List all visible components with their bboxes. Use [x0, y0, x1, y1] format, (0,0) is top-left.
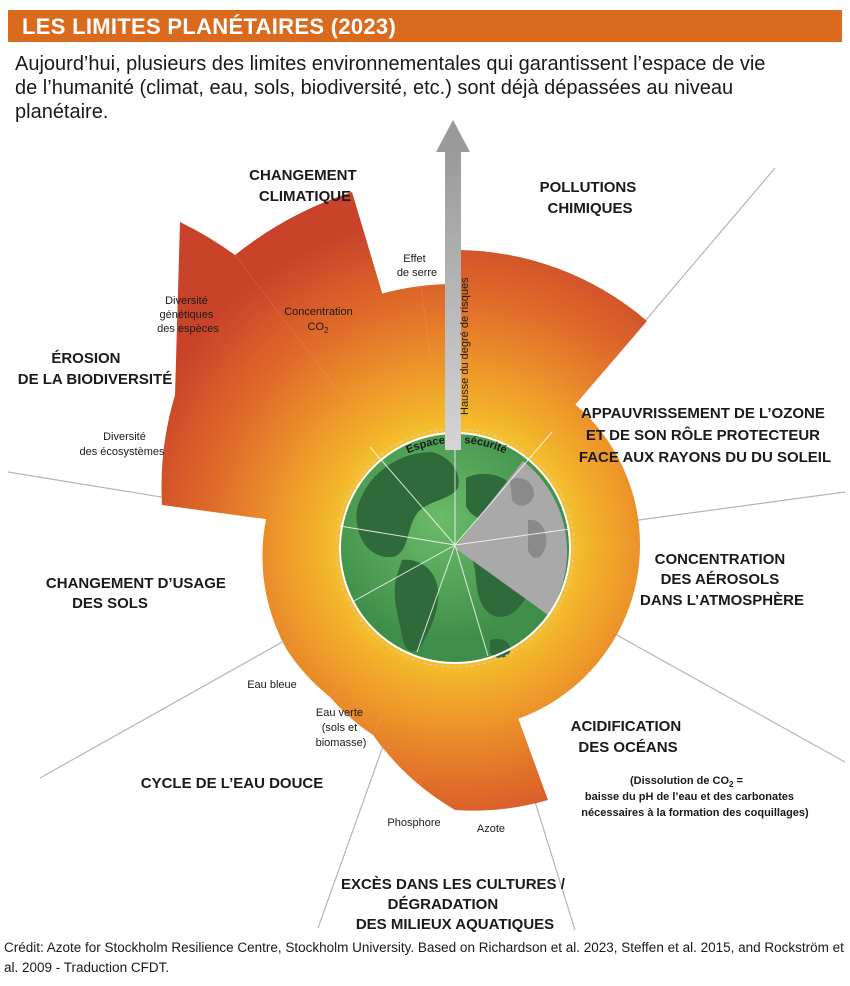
acidification-note: (Dissolution de CO2 = baisse du pH de l’…: [581, 775, 809, 819]
label-phosphorus: Phosphore: [387, 817, 440, 829]
planetary-boundaries-diagram: Espace de sécurité Hausse du degré de ri…: [7, 120, 846, 933]
label-land-use: CHANGEMENT D’USAGE DES SOLS: [46, 575, 230, 612]
earth-globe: Espace de sécurité: [335, 428, 575, 668]
gray-sector: [455, 461, 568, 615]
header-bar: [8, 10, 842, 42]
label-blue-water: Eau bleue: [247, 679, 297, 691]
label-climate-change: CHANGEMENT CLIMATIQUE: [249, 167, 361, 205]
page-subtitle: Aujourd’hui, plusieurs des limites envir…: [15, 53, 766, 123]
label-co2: Concentration CO2: [284, 306, 356, 335]
label-ecosystem-diversity: Diversité des écosystèmes: [80, 431, 165, 458]
label-green-water: Eau verte (sols et biomasse): [316, 707, 367, 749]
credit-text: Crédit: Azote for Stockholm Resilience C…: [4, 940, 844, 975]
label-chemical-pollution: POLLUTIONS CHIMIQUES: [540, 179, 641, 217]
risk-arrow-label: Hausse du degré de risques: [459, 277, 471, 415]
risk-arrow: Hausse du degré de risques: [436, 120, 471, 450]
page-title: LES LIMITES PLANÉTAIRES (2023): [22, 14, 397, 39]
wedge-genetic-diversity: [235, 192, 455, 545]
label-ozone: APPAUVRISSEMENT DE L’OZONE ET DE SON RÔL…: [579, 405, 831, 466]
label-nitrogen: Azote: [477, 823, 505, 835]
label-nutrients: EXCÈS DANS LES CULTURES / DÉGRADATION DE…: [341, 876, 569, 933]
label-greenhouse: Effet de serre: [397, 253, 437, 279]
label-genetic-diversity: Diversité génétiques des espèces: [157, 295, 219, 335]
sub-labels: Effet de serre Concentration CO2 Diversi…: [80, 253, 506, 835]
label-aerosols: CONCENTRATION DES AÉROSOLS DANS L’ATMOSP…: [640, 551, 804, 609]
label-freshwater: CYCLE DE L’EAU DOUCE: [141, 775, 324, 792]
label-biodiversity: ÉROSION DE LA BIODIVERSITÉ: [18, 350, 172, 388]
label-acidification: ACIDIFICATION DES OCÉANS: [571, 718, 686, 756]
category-labels: CHANGEMENT CLIMATIQUE POLLUTIONS CHIMIQU…: [18, 167, 831, 933]
